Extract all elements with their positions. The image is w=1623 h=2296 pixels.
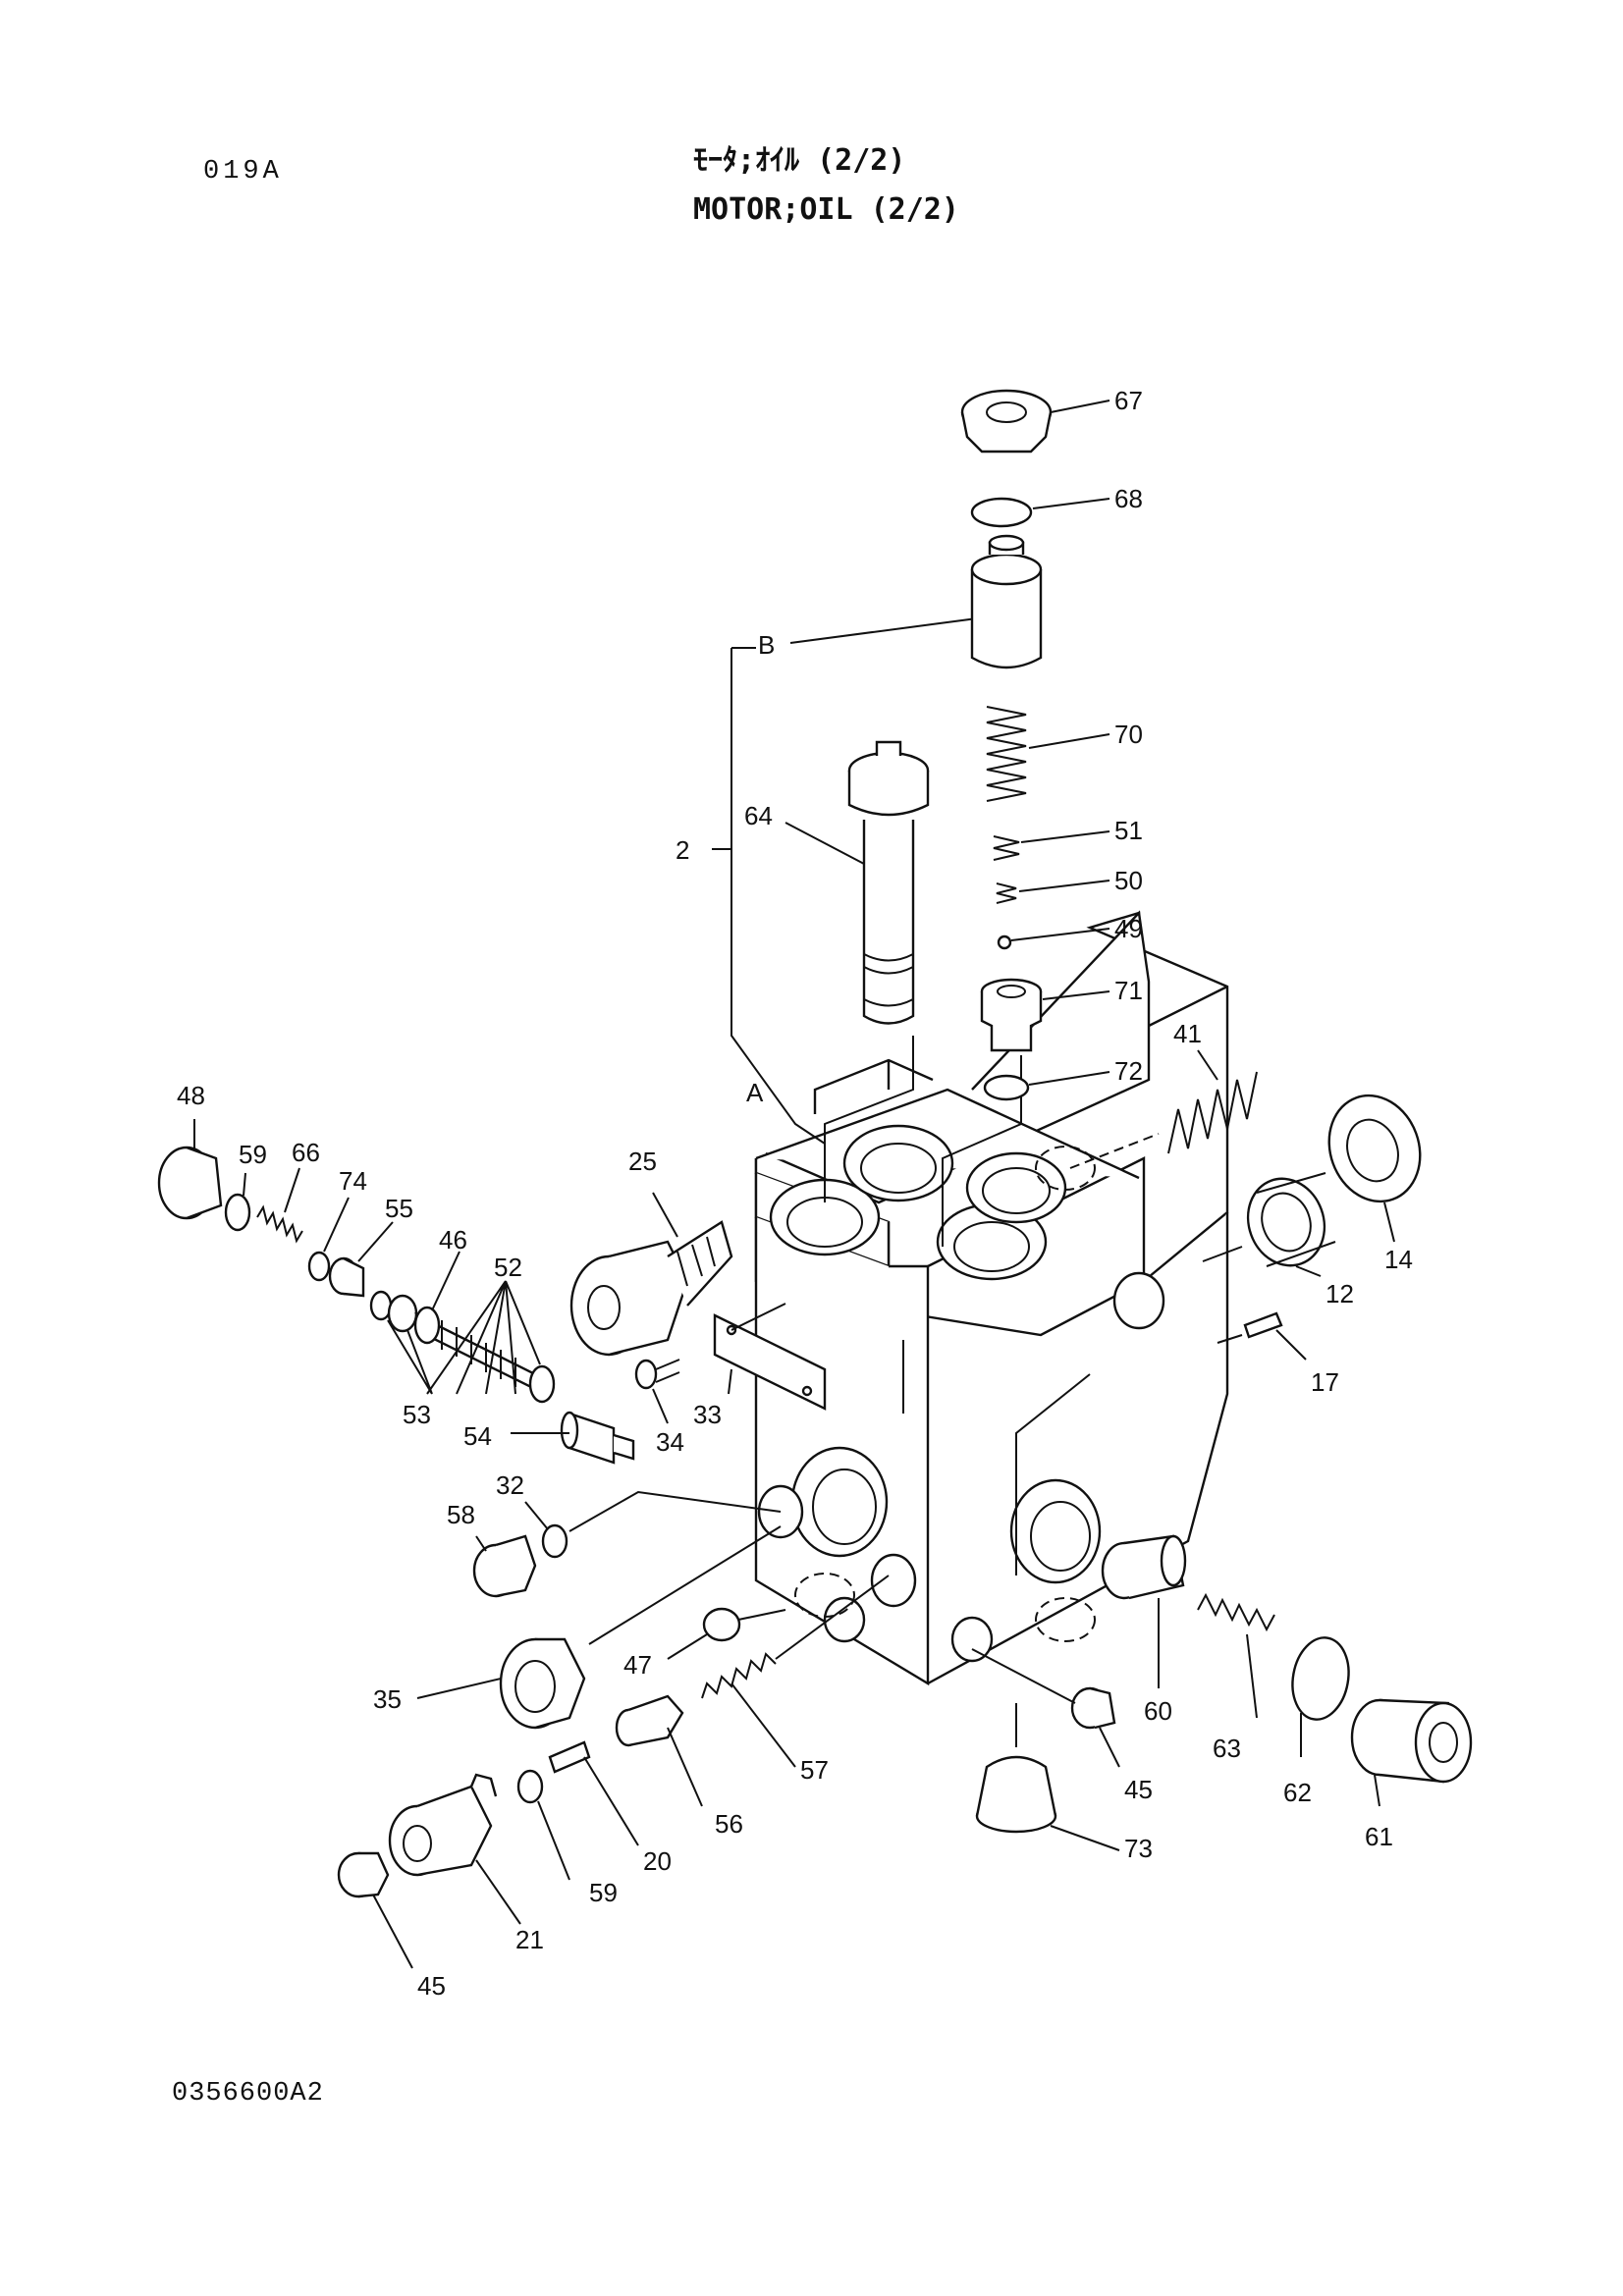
part-41-spring: [1167, 1049, 1258, 1154]
callout-17: 17: [1311, 1367, 1339, 1397]
part-57-spring: [701, 1575, 890, 1768]
part-58-plug: [472, 1534, 537, 1598]
part-51-spring-small: [993, 830, 1110, 861]
part-14-collar: [1327, 1094, 1422, 1243]
callout-12: 12: [1325, 1279, 1354, 1308]
callout-51: 51: [1114, 816, 1143, 845]
part-b-sleeve: [970, 534, 1043, 669]
callout-71: 71: [1114, 976, 1143, 1005]
drawing-number: 0356600A2: [172, 2079, 324, 2109]
callout-46: 46: [439, 1225, 467, 1255]
callout-67: 67: [1114, 386, 1143, 415]
callout-32: 32: [496, 1470, 524, 1500]
reference-line-a: [730, 648, 826, 1145]
title-japanese: ﾓｰﾀ;ｵｲﾙ (2/2): [693, 143, 906, 178]
part-67-cap: [960, 389, 1110, 454]
part-33-plate: [713, 1303, 827, 1411]
part-63-spring: [1197, 1592, 1275, 1719]
callout-73: 73: [1124, 1834, 1153, 1863]
part-32-o-ring: [524, 1490, 782, 1559]
callout-72: 72: [1114, 1056, 1143, 1086]
part-47-ball: [667, 1607, 786, 1660]
callout-74: 74: [339, 1166, 367, 1196]
part-61-plug: [1350, 1698, 1473, 1807]
callout-45-right: 45: [1124, 1775, 1153, 1804]
callout-70: 70: [1114, 720, 1143, 749]
callout-62: 62: [1283, 1778, 1312, 1807]
part-64-spool: [784, 740, 930, 1025]
part-59-o-ring-lower: [516, 1769, 570, 1881]
title-english: MOTOR;OIL (2/2): [693, 192, 959, 227]
callout-56: 56: [715, 1809, 743, 1839]
callout-63: 63: [1213, 1734, 1241, 1763]
part-21-sleeve: [388, 1773, 521, 1925]
callout-54: 54: [463, 1421, 492, 1451]
part-74-washer: [307, 1197, 350, 1282]
callout-a: A: [746, 1078, 764, 1107]
part-45-plug-right: [971, 1648, 1120, 1768]
callout-53: 53: [403, 1400, 431, 1429]
part-45-plug-lower: [337, 1851, 413, 1969]
callout-55: 55: [385, 1194, 413, 1223]
part-46-spool: [413, 1251, 556, 1404]
callout-58: 58: [447, 1500, 475, 1529]
part-25-bolt: [569, 1192, 733, 1357]
part-34-screw: [634, 1359, 680, 1424]
valve-body: [754, 910, 1229, 1686]
part-62-o-ring: [1291, 1636, 1350, 1757]
part-59-o-ring-left: [224, 1172, 251, 1232]
leader-64-to-body: [824, 1036, 914, 1202]
callout-25: 25: [628, 1147, 657, 1176]
callout-49: 49: [1114, 914, 1143, 943]
callout-57: 57: [800, 1755, 829, 1785]
callout-61: 61: [1365, 1822, 1393, 1851]
part-49-ball: [997, 928, 1110, 950]
part-48-plug: [157, 1119, 223, 1220]
page-code: 019A: [203, 157, 283, 187]
callout-45-lower: 45: [417, 1971, 446, 2001]
part-54-plunger: [511, 1411, 635, 1465]
part-20-pin: [548, 1740, 639, 1846]
callout-21: 21: [515, 1925, 544, 1954]
callout-14: 14: [1384, 1245, 1413, 1274]
callout-59-lower: 59: [589, 1878, 618, 1907]
part-71-plug: [980, 978, 1110, 1052]
reference-line-b: [789, 617, 978, 644]
part-55-seat: [328, 1221, 394, 1298]
part-50-spring-small: [996, 880, 1110, 904]
callout-48: 48: [177, 1081, 205, 1110]
part-17-pin: [1217, 1311, 1307, 1361]
callout-33: 33: [693, 1400, 722, 1429]
part-12-bearing: [1202, 1172, 1336, 1277]
part-35-plug: [416, 1525, 782, 1730]
callout-47: 47: [623, 1650, 652, 1680]
part-68-o-ring: [970, 497, 1110, 528]
callout-20: 20: [643, 1846, 672, 1876]
part-66-spring: [256, 1167, 303, 1244]
part-53-group: [369, 1290, 433, 1395]
callout-41: 41: [1173, 1019, 1202, 1048]
part-72-o-ring: [983, 1071, 1110, 1101]
callout-64: 64: [744, 801, 773, 830]
callout-50: 50: [1114, 866, 1143, 895]
callout-52: 52: [494, 1253, 522, 1282]
part-52-leaders: [426, 1280, 541, 1395]
part-73-cap: [975, 1703, 1120, 1851]
part-70-spring: [986, 706, 1110, 802]
part-60-shaft: [1101, 1534, 1187, 1688]
callout-60: 60: [1144, 1696, 1172, 1726]
part-56-fitting: [615, 1694, 703, 1807]
callout-35: 35: [373, 1684, 402, 1714]
callout-66: 66: [292, 1138, 320, 1167]
callout-68: 68: [1114, 484, 1143, 513]
callout-b: B: [758, 630, 775, 660]
callout-34: 34: [656, 1427, 684, 1457]
callout-2: 2: [676, 835, 689, 865]
callout-59-upper: 59: [239, 1140, 267, 1169]
